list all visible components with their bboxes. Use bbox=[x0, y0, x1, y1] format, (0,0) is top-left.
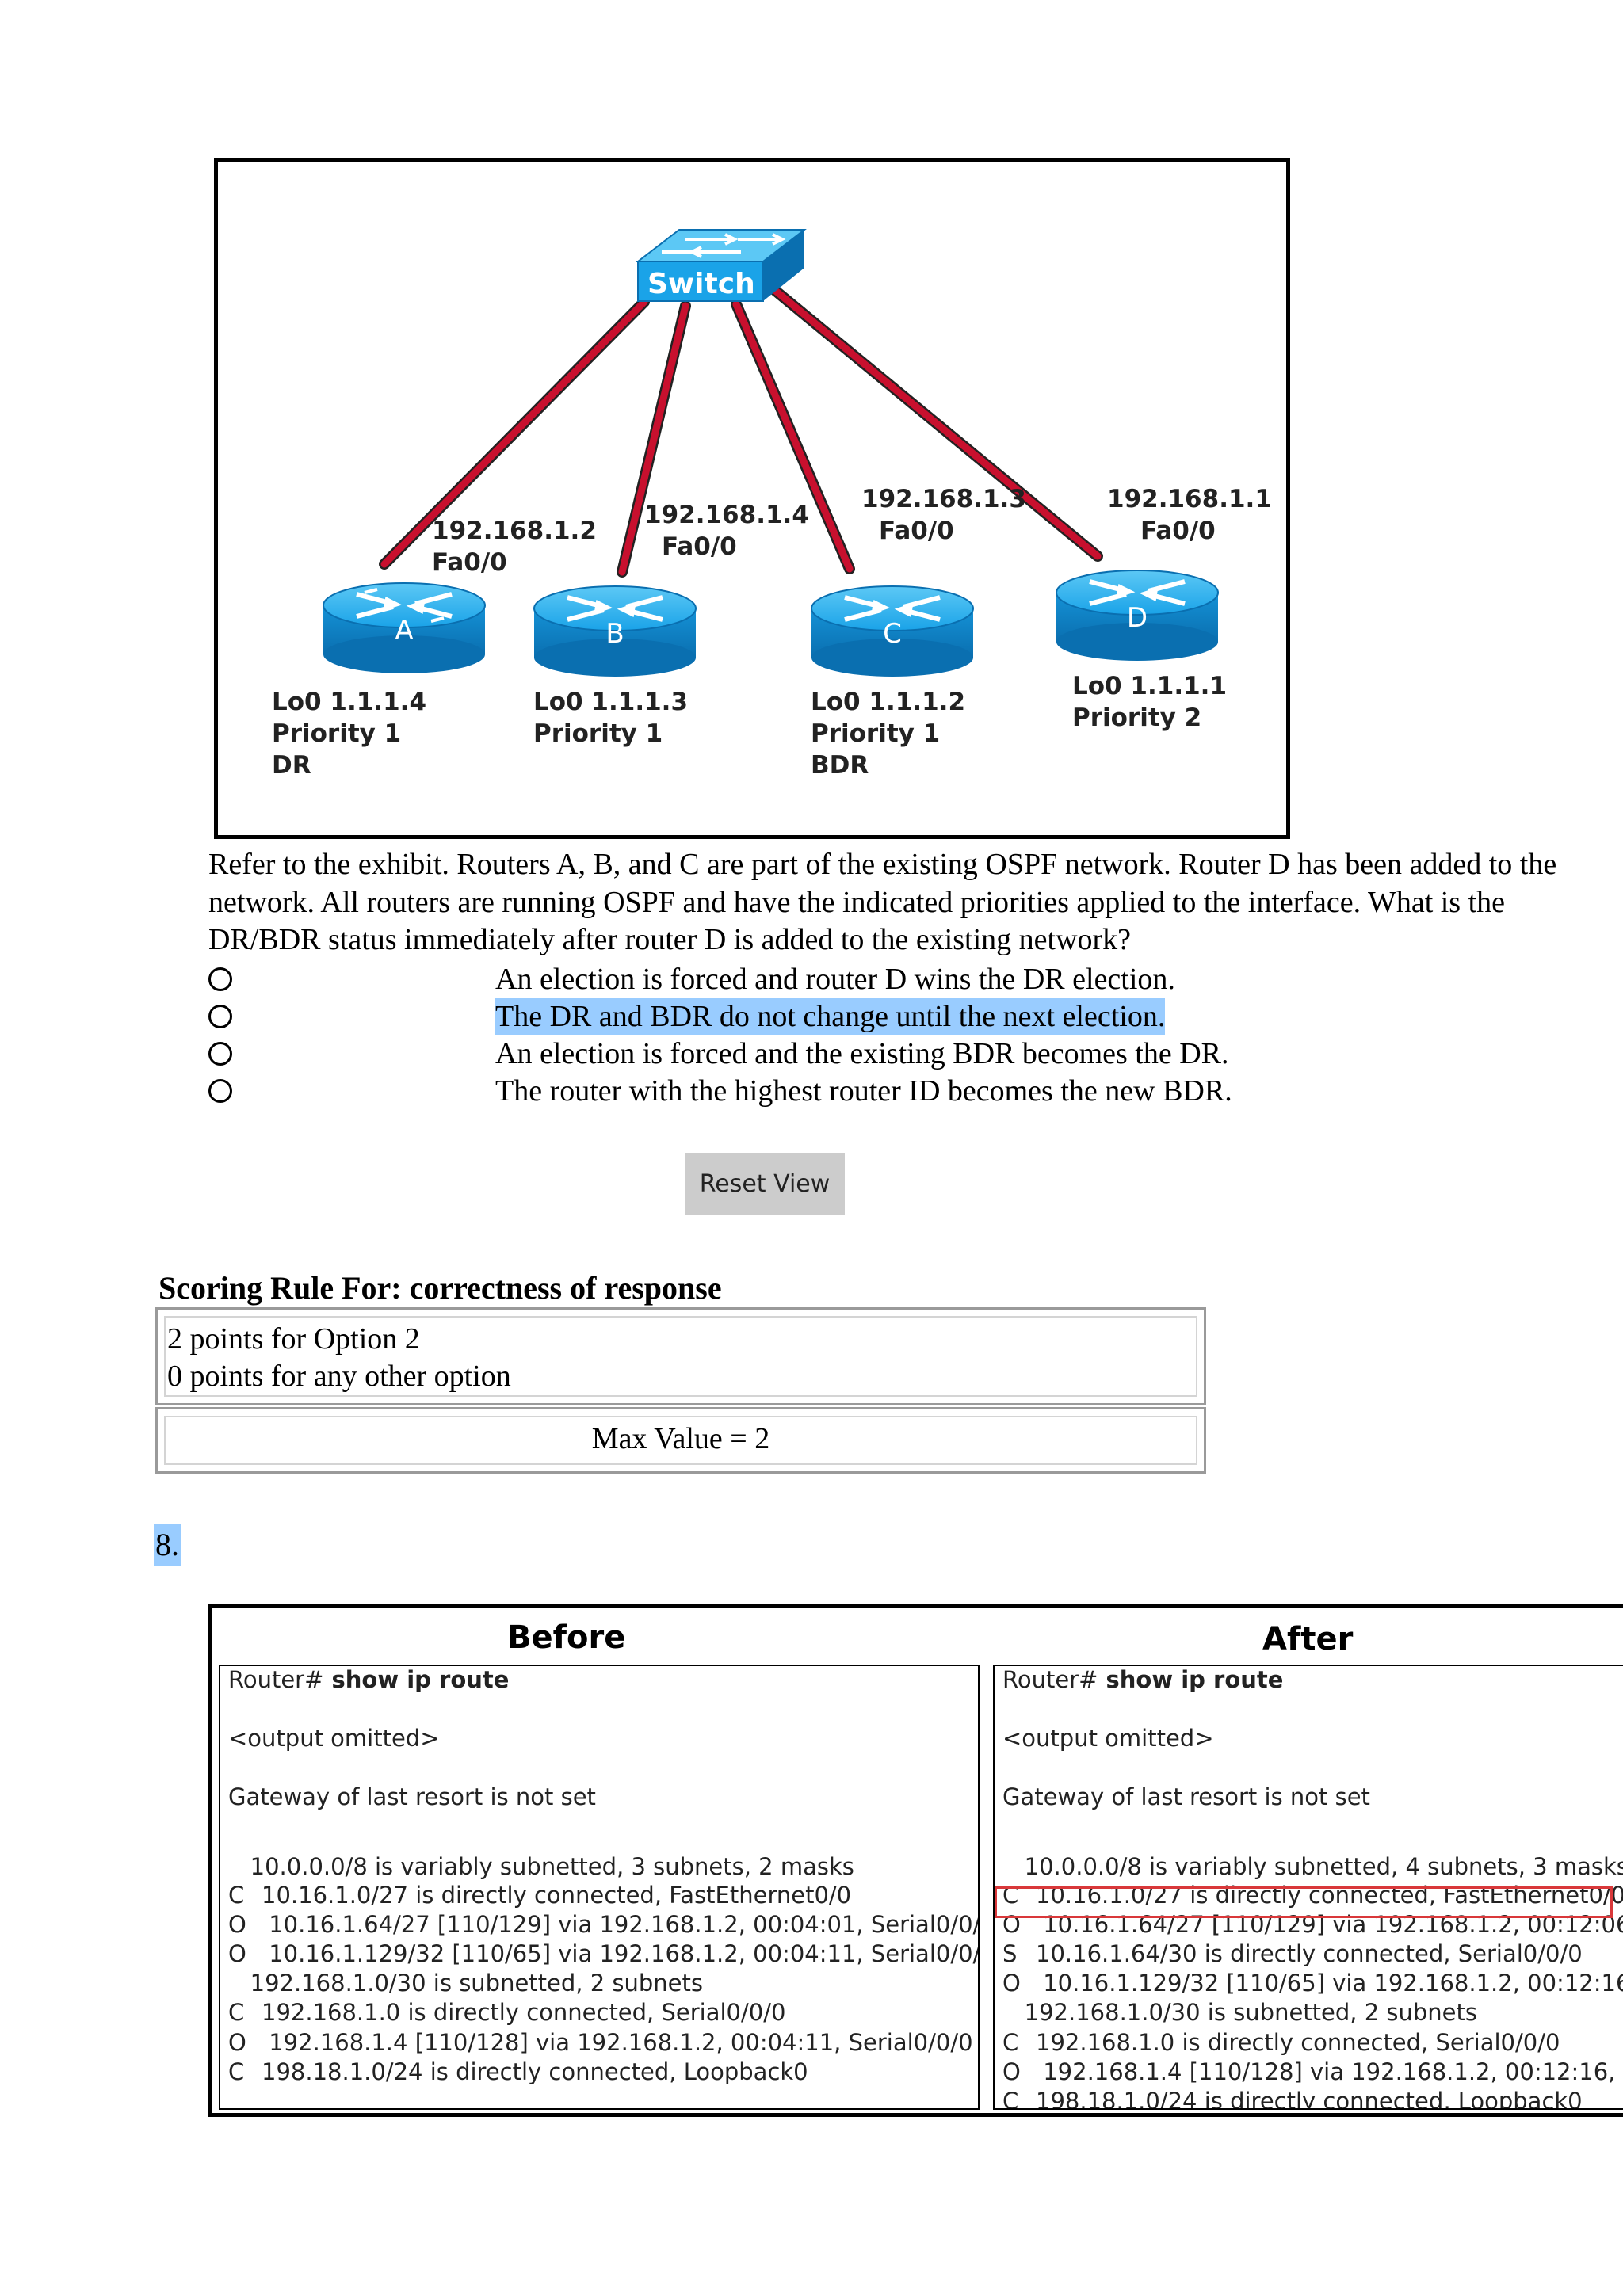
route-code: C bbox=[228, 1882, 244, 1909]
radio-button[interactable] bbox=[208, 1042, 232, 1066]
router-c-letter: C bbox=[869, 618, 916, 650]
after-route-output: Router# show ip route <output omitted>Ga… bbox=[1002, 1666, 1046, 1747]
question-line: DR/BDR status immediately after router D… bbox=[208, 921, 1623, 959]
max-value-text: Max Value = 2 bbox=[158, 1421, 1204, 1458]
router-d-ip: 192.168.1.1 bbox=[1107, 483, 1272, 515]
before-panel-title: Before bbox=[507, 1619, 625, 1657]
radio-button[interactable] bbox=[208, 1005, 232, 1028]
question-stem: Refer to the exhibit. Routers A, B, and … bbox=[208, 846, 1623, 959]
before-route-output: Router# show ip route <output omitted>Ga… bbox=[228, 1666, 272, 1747]
router-a-role: DR bbox=[272, 749, 426, 781]
scoring-rule-table: 2 points for Option 2 0 points for any o… bbox=[155, 1307, 1206, 1474]
after-panel: Router# show ip route <output omitted> Ga… bbox=[993, 1665, 1623, 2110]
route-text: 10.0.0.0/8 is variably subnetted, 4 subn… bbox=[1002, 1853, 1623, 1880]
ospf-topology-exhibit: Switch A B C D 192.168.1.2 Fa0/0 192.168… bbox=[214, 158, 1290, 839]
route-text: 10.0.0.0/8 is variably subnetted, 3 subn… bbox=[228, 1853, 854, 1880]
router-b-loopback: Lo0 1.1.1.3 bbox=[533, 686, 688, 718]
command-line: Router# show ip route bbox=[228, 1666, 509, 1693]
route-text: <output omitted> bbox=[228, 1725, 440, 1752]
question-number: 8. bbox=[154, 1524, 181, 1566]
max-value-cell: Max Value = 2 bbox=[155, 1407, 1206, 1474]
router-d-letter: D bbox=[1113, 602, 1161, 634]
answer-option-text: An election is forced and the existing B… bbox=[495, 1035, 1229, 1073]
route-code: O bbox=[228, 1911, 246, 1938]
router-c-interface: 192.168.1.3 Fa0/0 bbox=[861, 483, 1026, 547]
router-b-ip: 192.168.1.4 bbox=[644, 499, 809, 531]
cli-prompt: Router# bbox=[228, 1666, 323, 1693]
route-text: 198.18.1.0/24 is directly connected, Loo… bbox=[262, 2058, 808, 2085]
router-d-info: Lo0 1.1.1.1 Priority 2 bbox=[1072, 670, 1227, 734]
router-c-port: Fa0/0 bbox=[861, 515, 1026, 547]
answer-option-text: An election is forced and router D wins … bbox=[495, 961, 1175, 998]
router-b-info: Lo0 1.1.1.3 Priority 1 bbox=[533, 686, 688, 749]
scoring-rules-cell: 2 points for Option 2 0 points for any o… bbox=[155, 1307, 1206, 1405]
router-d-interface: 192.168.1.1 Fa0/0 bbox=[1107, 483, 1272, 547]
route-text: Gateway of last resort is not set bbox=[228, 1783, 596, 1810]
route-code: O bbox=[1002, 2058, 1021, 2085]
after-panel-title: After bbox=[1262, 1620, 1353, 1658]
router-a-interface: 192.168.1.2 Fa0/0 bbox=[432, 515, 597, 578]
router-b-port: Fa0/0 bbox=[644, 531, 809, 563]
route-code: O bbox=[228, 1940, 246, 1967]
router-c-info: Lo0 1.1.1.2 Priority 1 BDR bbox=[811, 686, 965, 781]
route-text: 10.16.1.0/27 is directly connected, Fast… bbox=[262, 1882, 851, 1909]
switch-label: Switch bbox=[647, 268, 755, 300]
route-text: 10.16.1.64/27 [110/129] via 192.168.1.2,… bbox=[262, 1911, 980, 1938]
routing-table-exhibit: Before After Router# show ip route <outp… bbox=[208, 1604, 1623, 2117]
scoring-rule-line: 0 points for any other option bbox=[167, 1358, 511, 1395]
route-code: C bbox=[1002, 2029, 1018, 2056]
router-c-priority: Priority 1 bbox=[811, 718, 965, 749]
scoring-rules-text: 2 points for Option 2 0 points for any o… bbox=[167, 1321, 511, 1395]
scoring-rule-title: Scoring Rule For: correctness of respons… bbox=[158, 1269, 722, 1306]
router-d-loopback: Lo0 1.1.1.1 bbox=[1072, 670, 1227, 702]
route-code: C bbox=[1002, 2088, 1018, 2110]
route-text: 198.18.1.0/24 is directly connected, Loo… bbox=[1036, 2088, 1583, 2110]
router-b-interface: 192.168.1.4 Fa0/0 bbox=[644, 499, 809, 563]
route-text: 10.16.1.129/32 [110/65] via 192.168.1.2,… bbox=[1036, 1970, 1623, 1997]
router-c-role: BDR bbox=[811, 749, 965, 781]
command-line: Router# show ip route bbox=[1002, 1666, 1283, 1693]
new-route-highlight bbox=[995, 1886, 1613, 1918]
radio-button[interactable] bbox=[208, 967, 232, 991]
route-text: 192.168.1.0/30 is subnetted, 2 subnets bbox=[1002, 1999, 1477, 2026]
route-code: O bbox=[1002, 1970, 1021, 1997]
router-a-ip: 192.168.1.2 bbox=[432, 515, 597, 547]
answer-option-text: The router with the highest router ID be… bbox=[495, 1073, 1232, 1110]
router-c-loopback: Lo0 1.1.1.2 bbox=[811, 686, 965, 718]
router-d-port: Fa0/0 bbox=[1107, 515, 1272, 547]
router-b-letter: B bbox=[591, 618, 639, 650]
question-line: Refer to the exhibit. Routers A, B, and … bbox=[208, 846, 1623, 884]
question-line: network. All routers are running OSPF an… bbox=[208, 884, 1623, 922]
cli-command: show ip route bbox=[1098, 1666, 1283, 1693]
router-a-priority: Priority 1 bbox=[272, 718, 426, 749]
route-text: 192.168.1.0 is directly connected, Seria… bbox=[262, 1999, 785, 2026]
route-code: C bbox=[228, 1999, 244, 2026]
route-code: C bbox=[228, 2058, 244, 2085]
route-text: 10.16.1.129/32 [110/65] via 192.168.1.2,… bbox=[262, 1940, 980, 1967]
reset-view-button[interactable]: Reset View bbox=[685, 1153, 845, 1215]
router-a-letter: A bbox=[380, 615, 428, 646]
radio-button[interactable] bbox=[208, 1079, 232, 1103]
router-c-ip: 192.168.1.3 bbox=[861, 483, 1026, 515]
route-code: S bbox=[1002, 1940, 1017, 1967]
route-code: O bbox=[228, 2029, 246, 2056]
route-text: <output omitted> bbox=[1002, 1725, 1214, 1752]
route-text: 192.168.1.4 [110/128] via 192.168.1.2, 0… bbox=[262, 2029, 973, 2056]
before-panel: Router# show ip route <output omitted> Ga… bbox=[219, 1665, 980, 2110]
router-d-priority: Priority 2 bbox=[1072, 702, 1227, 734]
cli-command: show ip route bbox=[323, 1666, 509, 1693]
router-b-priority: Priority 1 bbox=[533, 718, 688, 749]
router-a-info: Lo0 1.1.1.4 Priority 1 DR bbox=[272, 686, 426, 781]
route-text: Gateway of last resort is not set bbox=[1002, 1783, 1370, 1810]
router-a-loopback: Lo0 1.1.1.4 bbox=[272, 686, 426, 718]
route-text: 192.168.1.4 [110/128] via 192.168.1.2, 0… bbox=[1036, 2058, 1623, 2085]
route-text: 10.16.1.64/30 is directly connected, Ser… bbox=[1036, 1940, 1583, 1967]
route-text: 192.168.1.0/30 is subnetted, 2 subnets bbox=[228, 1970, 703, 1997]
route-text: 192.168.1.0 is directly connected, Seria… bbox=[1036, 2029, 1560, 2056]
router-a-port: Fa0/0 bbox=[432, 547, 597, 578]
scoring-rule-line: 2 points for Option 2 bbox=[167, 1321, 511, 1358]
answer-option-text-highlighted: The DR and BDR do not change until the n… bbox=[495, 998, 1165, 1035]
cli-prompt: Router# bbox=[1002, 1666, 1098, 1693]
